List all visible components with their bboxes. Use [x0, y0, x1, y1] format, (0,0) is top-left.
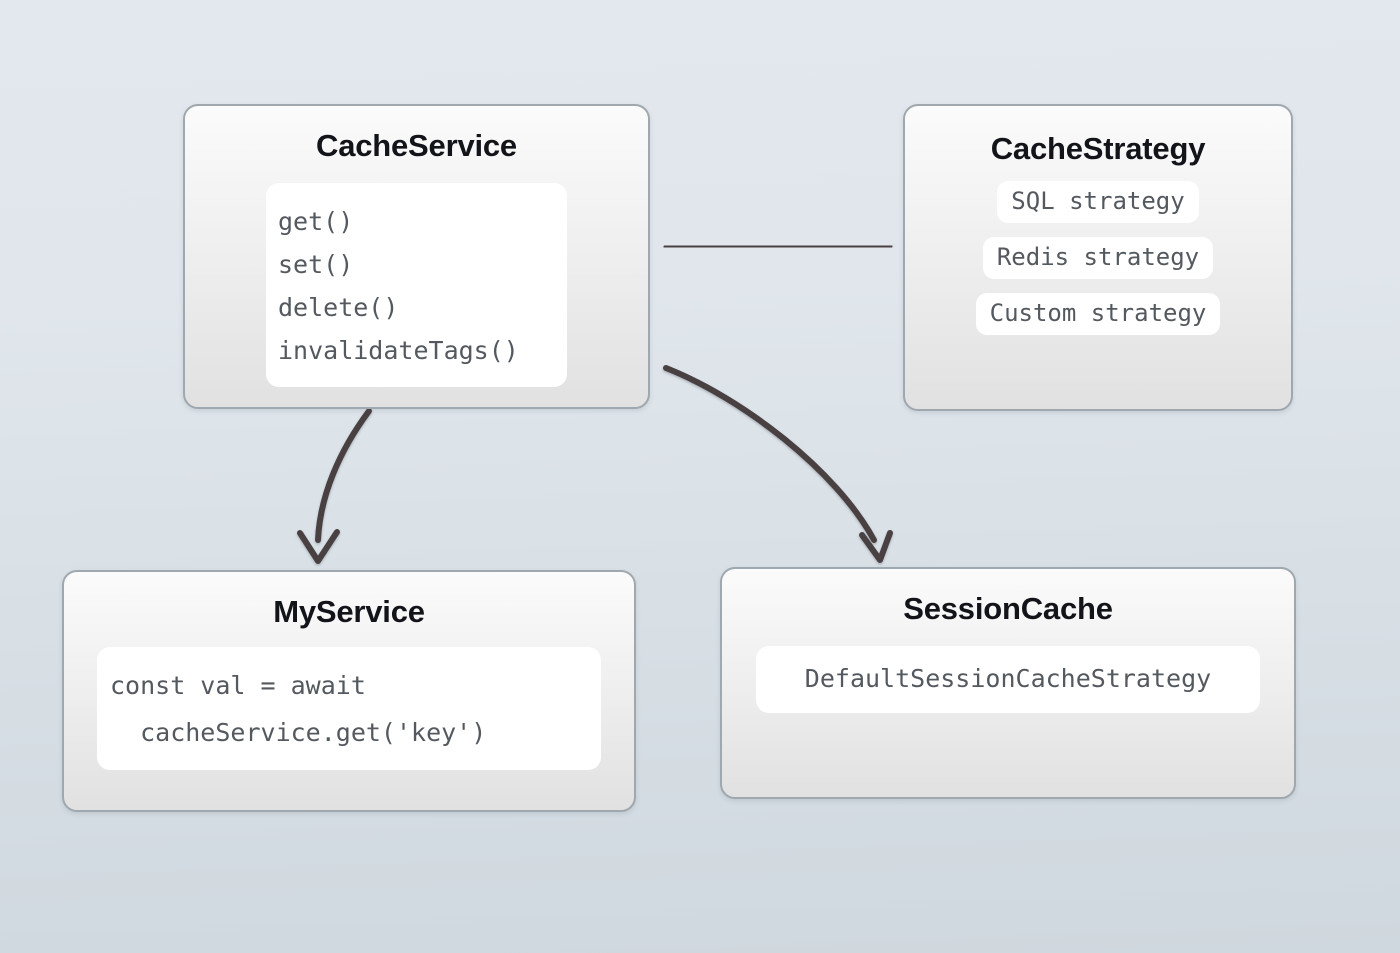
session-cache-strategy-panel: DefaultSessionCacheStrategy [756, 646, 1260, 713]
node-cache-service[interactable]: CacheService get() set() delete() invali… [183, 104, 650, 409]
node-my-service[interactable]: MyService const val = await cacheService… [62, 570, 636, 812]
method-set: set() [278, 250, 354, 279]
node-session-cache[interactable]: SessionCache DefaultSessionCacheStrategy [720, 567, 1296, 799]
cache-service-methods-panel: get() set() delete() invalidateTags() [266, 183, 567, 387]
edge-cache-service-to-session-cache [663, 365, 893, 563]
session-cache-strategy-label: DefaultSessionCacheStrategy [804, 664, 1212, 693]
my-service-code-panel: const val = await cacheService.get('key'… [97, 647, 601, 770]
node-cache-strategy[interactable]: CacheStrategy SQL strategy Redis strateg… [903, 104, 1293, 411]
method-get: get() [278, 207, 354, 236]
method-delete: delete() [278, 293, 399, 322]
code-line-2: cacheService.get('key') [110, 718, 487, 747]
node-session-cache-title: SessionCache [903, 591, 1113, 626]
edge-cache-service-to-my-service [297, 408, 372, 564]
node-cache-strategy-title: CacheStrategy [990, 131, 1206, 166]
method-invalidate-tags: invalidateTags() [278, 336, 519, 365]
strategy-chip-redis[interactable]: Redis strategy [982, 237, 1214, 279]
edge-cache-service-to-cache-strategy [663, 243, 893, 250]
code-line-1: const val = await [110, 671, 366, 700]
strategy-chip-custom[interactable]: Custom strategy [975, 293, 1221, 335]
node-cache-service-title: CacheService [316, 128, 517, 163]
node-my-service-title: MyService [273, 594, 425, 629]
strategy-chip-sql[interactable]: SQL strategy [997, 181, 1199, 223]
